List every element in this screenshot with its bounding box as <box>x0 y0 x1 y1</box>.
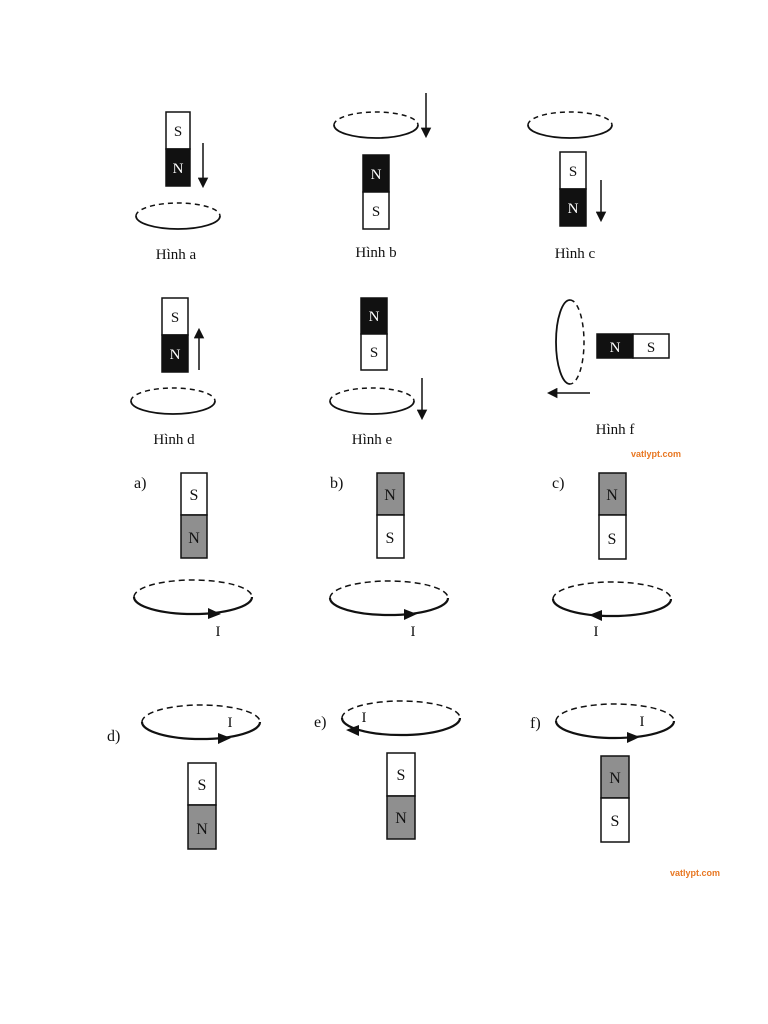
figure-label: e) <box>314 714 326 731</box>
figure-c-top: S N Hình c <box>527 111 613 262</box>
pole-label-bottom: N <box>568 201 579 217</box>
pole-label-bottom: S <box>370 345 378 361</box>
coil-loop <box>135 202 221 230</box>
coil-loop-vertical <box>555 299 585 385</box>
coil-loop <box>554 703 676 740</box>
pole-label-top: S <box>174 124 182 140</box>
caption: Hình d <box>153 432 195 448</box>
pole-label-bottom: S <box>372 204 380 220</box>
current-label: I <box>228 715 233 731</box>
current-arrow-right <box>627 732 640 743</box>
pole-label-top: S <box>171 310 179 326</box>
figure-f-top: N S Hình f <box>546 299 670 438</box>
bar-magnet: S N <box>161 297 189 373</box>
pole-label-top: N <box>384 487 396 504</box>
figure-label: d) <box>107 728 120 745</box>
caption: Hình e <box>352 432 393 448</box>
bar-magnet: N S <box>362 154 390 230</box>
coil-loop <box>140 704 262 741</box>
current-label: I <box>216 624 221 640</box>
watermark: vatlypt.com <box>670 868 720 878</box>
figure-a-bottom: a) S N I <box>132 472 254 640</box>
figure-a-top: S N Hình a <box>135 111 221 263</box>
pole-label-bottom: S <box>608 531 617 548</box>
figure-d-top: S N Hình d <box>130 297 216 448</box>
pole-label-bottom: N <box>188 530 200 547</box>
figure-f-bottom: f) I N S <box>530 703 676 843</box>
coil-loop <box>130 387 216 415</box>
caption: Hình b <box>355 245 396 261</box>
pole-label-bottom: N <box>196 821 208 838</box>
figure-e-top: N S Hình e <box>329 297 428 448</box>
current-arrow-left <box>346 725 359 736</box>
figure-label: c) <box>552 475 564 492</box>
pole-label-top: S <box>569 164 577 180</box>
current-label: I <box>640 714 645 730</box>
bar-magnet: N S <box>598 472 627 560</box>
pole-label-bottom: N <box>395 810 407 827</box>
pole-label-bottom: S <box>386 530 395 547</box>
figure-b-top: N S Hình b <box>333 93 432 261</box>
caption: Hình c <box>555 246 596 262</box>
bar-magnet: S N <box>180 472 208 559</box>
coil-loop <box>329 387 415 415</box>
pole-label-top: S <box>397 767 406 784</box>
figure-label: b) <box>330 475 343 492</box>
figure-label: f) <box>530 715 541 732</box>
pole-label-top: N <box>606 487 618 504</box>
figure-e-bottom: e) I S N <box>314 700 462 840</box>
coil-loop <box>132 579 254 616</box>
bar-magnet: N S <box>360 297 388 371</box>
bar-magnet: N S <box>596 333 670 359</box>
pole-label-left: N <box>610 340 621 356</box>
pole-label-top: N <box>609 770 621 787</box>
figure-d-bottom: d) I S N <box>107 704 262 850</box>
current-arrow-right <box>404 609 417 620</box>
caption: Hình a <box>156 247 197 263</box>
bar-magnet: N S <box>376 472 405 559</box>
pole-label-top: N <box>371 167 382 183</box>
pole-label-bottom: S <box>611 813 620 830</box>
caption: Hình f <box>596 422 635 438</box>
coil-loop <box>328 580 450 617</box>
coil-loop <box>333 111 419 139</box>
bar-magnet: N S <box>600 755 630 843</box>
current-arrow-right <box>208 608 221 619</box>
current-arrow-right <box>218 733 231 744</box>
watermark: vatlypt.com <box>631 449 681 459</box>
current-label: I <box>362 710 367 726</box>
coil-loop <box>551 581 673 618</box>
bar-magnet: S N <box>386 752 416 840</box>
pole-label-top: S <box>198 777 207 794</box>
pole-label-top: S <box>190 487 199 504</box>
coil-loop <box>527 111 613 139</box>
current-arrow-left <box>589 610 602 621</box>
figure-c-bottom: c) N S I <box>551 472 673 640</box>
bar-magnet: S N <box>559 151 587 227</box>
pole-label-bottom: N <box>170 347 181 363</box>
figure-b-bottom: b) N S I <box>328 472 450 640</box>
pole-label-top: N <box>369 309 380 325</box>
coil-loop <box>340 700 462 737</box>
current-label: I <box>594 624 599 640</box>
pole-label-right: S <box>647 340 655 356</box>
figure-label: a) <box>134 475 146 492</box>
current-label: I <box>411 624 416 640</box>
bar-magnet: S N <box>187 762 217 850</box>
bar-magnet: S N <box>165 111 191 187</box>
pole-label-bottom: N <box>173 161 184 177</box>
